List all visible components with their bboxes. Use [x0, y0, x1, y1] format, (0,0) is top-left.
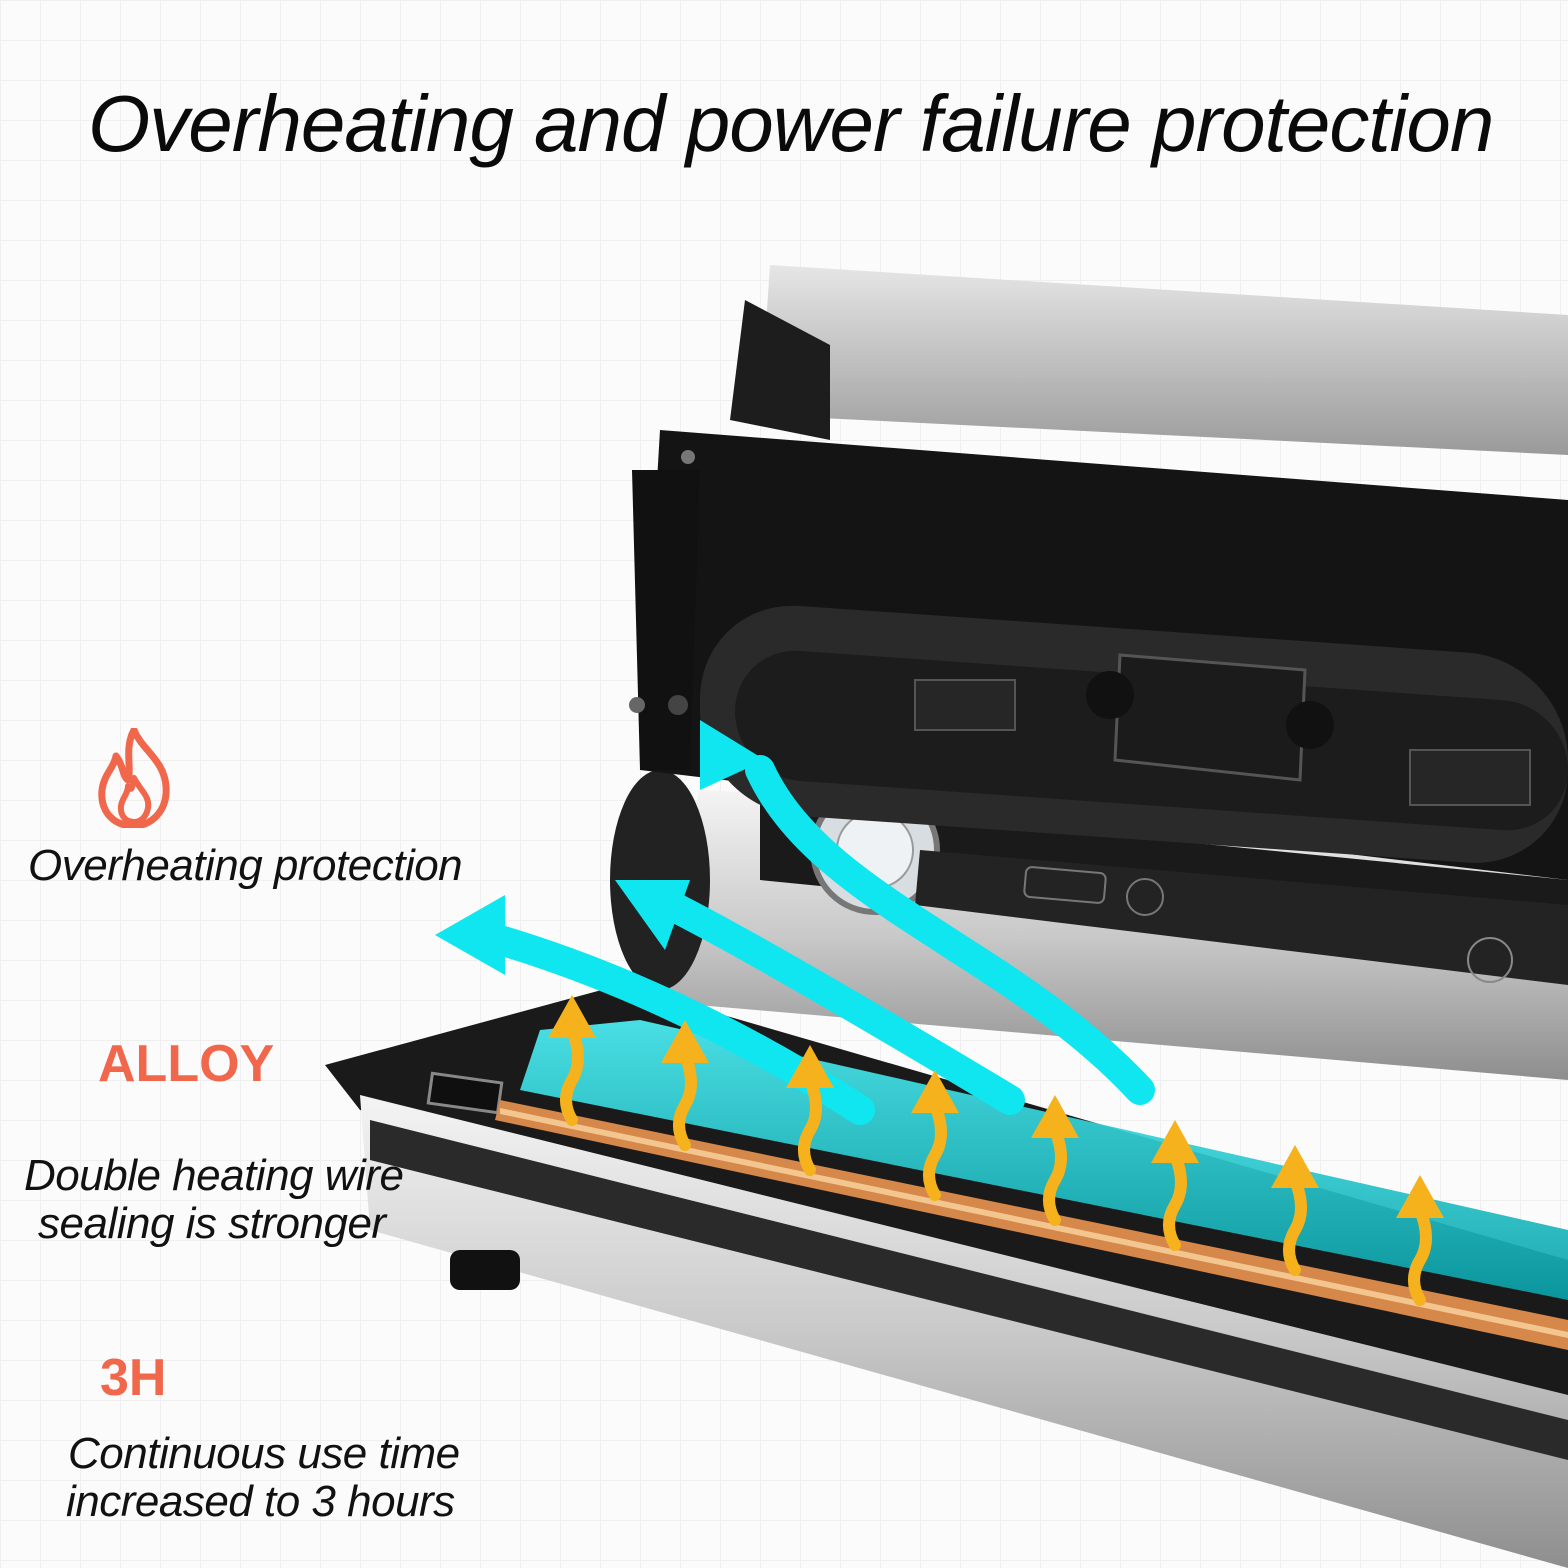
double-wire-line2: sealing is stronger — [38, 1199, 386, 1248]
alloy-highlight: ALLOY — [98, 1035, 275, 1093]
three-hours-highlight: 3H — [100, 1349, 167, 1407]
control-panel — [915, 850, 1568, 985]
headline: Overheating and power failure protection — [88, 79, 1494, 168]
double-wire-line1: Double heating wire — [24, 1151, 404, 1200]
sealing-gasket — [520, 1020, 1568, 1300]
continuous-use-line1: Continuous use time — [68, 1429, 460, 1478]
sealer-lid — [760, 265, 1568, 455]
heat-arrows — [560, 1024, 1432, 1306]
continuous-use-line2: increased to 3 hours — [66, 1477, 455, 1526]
overheating-protection-label: Overheating protection — [28, 841, 463, 890]
flame-icon — [98, 728, 170, 828]
